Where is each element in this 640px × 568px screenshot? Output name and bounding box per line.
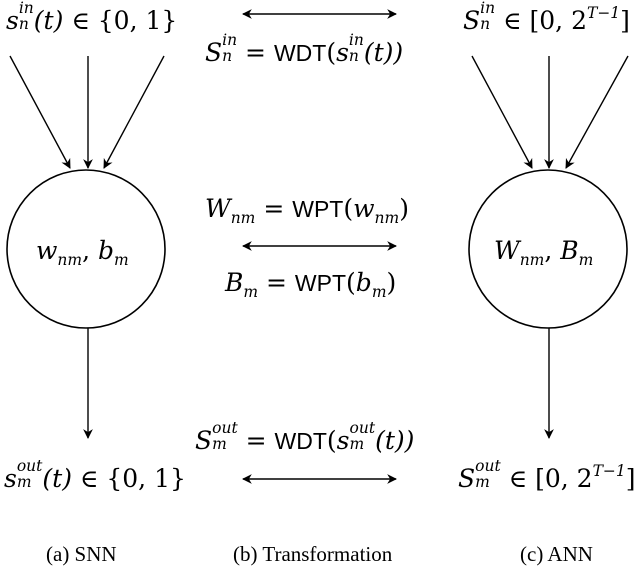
snn-output-label: soutmout(t) ∈ {0, 1} [4, 457, 186, 493]
weight-transform-equation: Wnm = WPT(wnm) [205, 194, 409, 227]
caption-transformation: (b) Transformation [233, 542, 393, 566]
caption-snn: (a) SNN [46, 542, 117, 566]
ann-neuron-label: Wnm, Bm [494, 236, 594, 269]
snn-input-arrow-right [103, 55, 165, 169]
snn-neuron-label: wnm, bm [36, 236, 129, 269]
bias-transform-equation: Bm = WPT(bm) [225, 268, 397, 301]
snn-input-arrow-left [9, 55, 71, 169]
snn-neuron-circle [6, 169, 166, 329]
ann-input-arrow-left [471, 55, 533, 169]
ann-output-label: Soutmout ∈ [0, 2T−1] [458, 457, 636, 493]
ann-input-label: Sinnin ∈ [0, 2T−1] [463, 0, 630, 35]
input-transform-equation: Sinnin = WDT(sinnin(t)) [205, 31, 404, 67]
ann-neuron-circle [468, 169, 628, 329]
output-transform-equation: Soutmout = WDT(soutmout(t)) [195, 419, 415, 455]
caption-ann: (c) ANN [520, 542, 593, 566]
ann-input-arrow-right [565, 55, 629, 169]
snn-input-label: sinnin(t) ∈ {0, 1} [6, 0, 178, 35]
